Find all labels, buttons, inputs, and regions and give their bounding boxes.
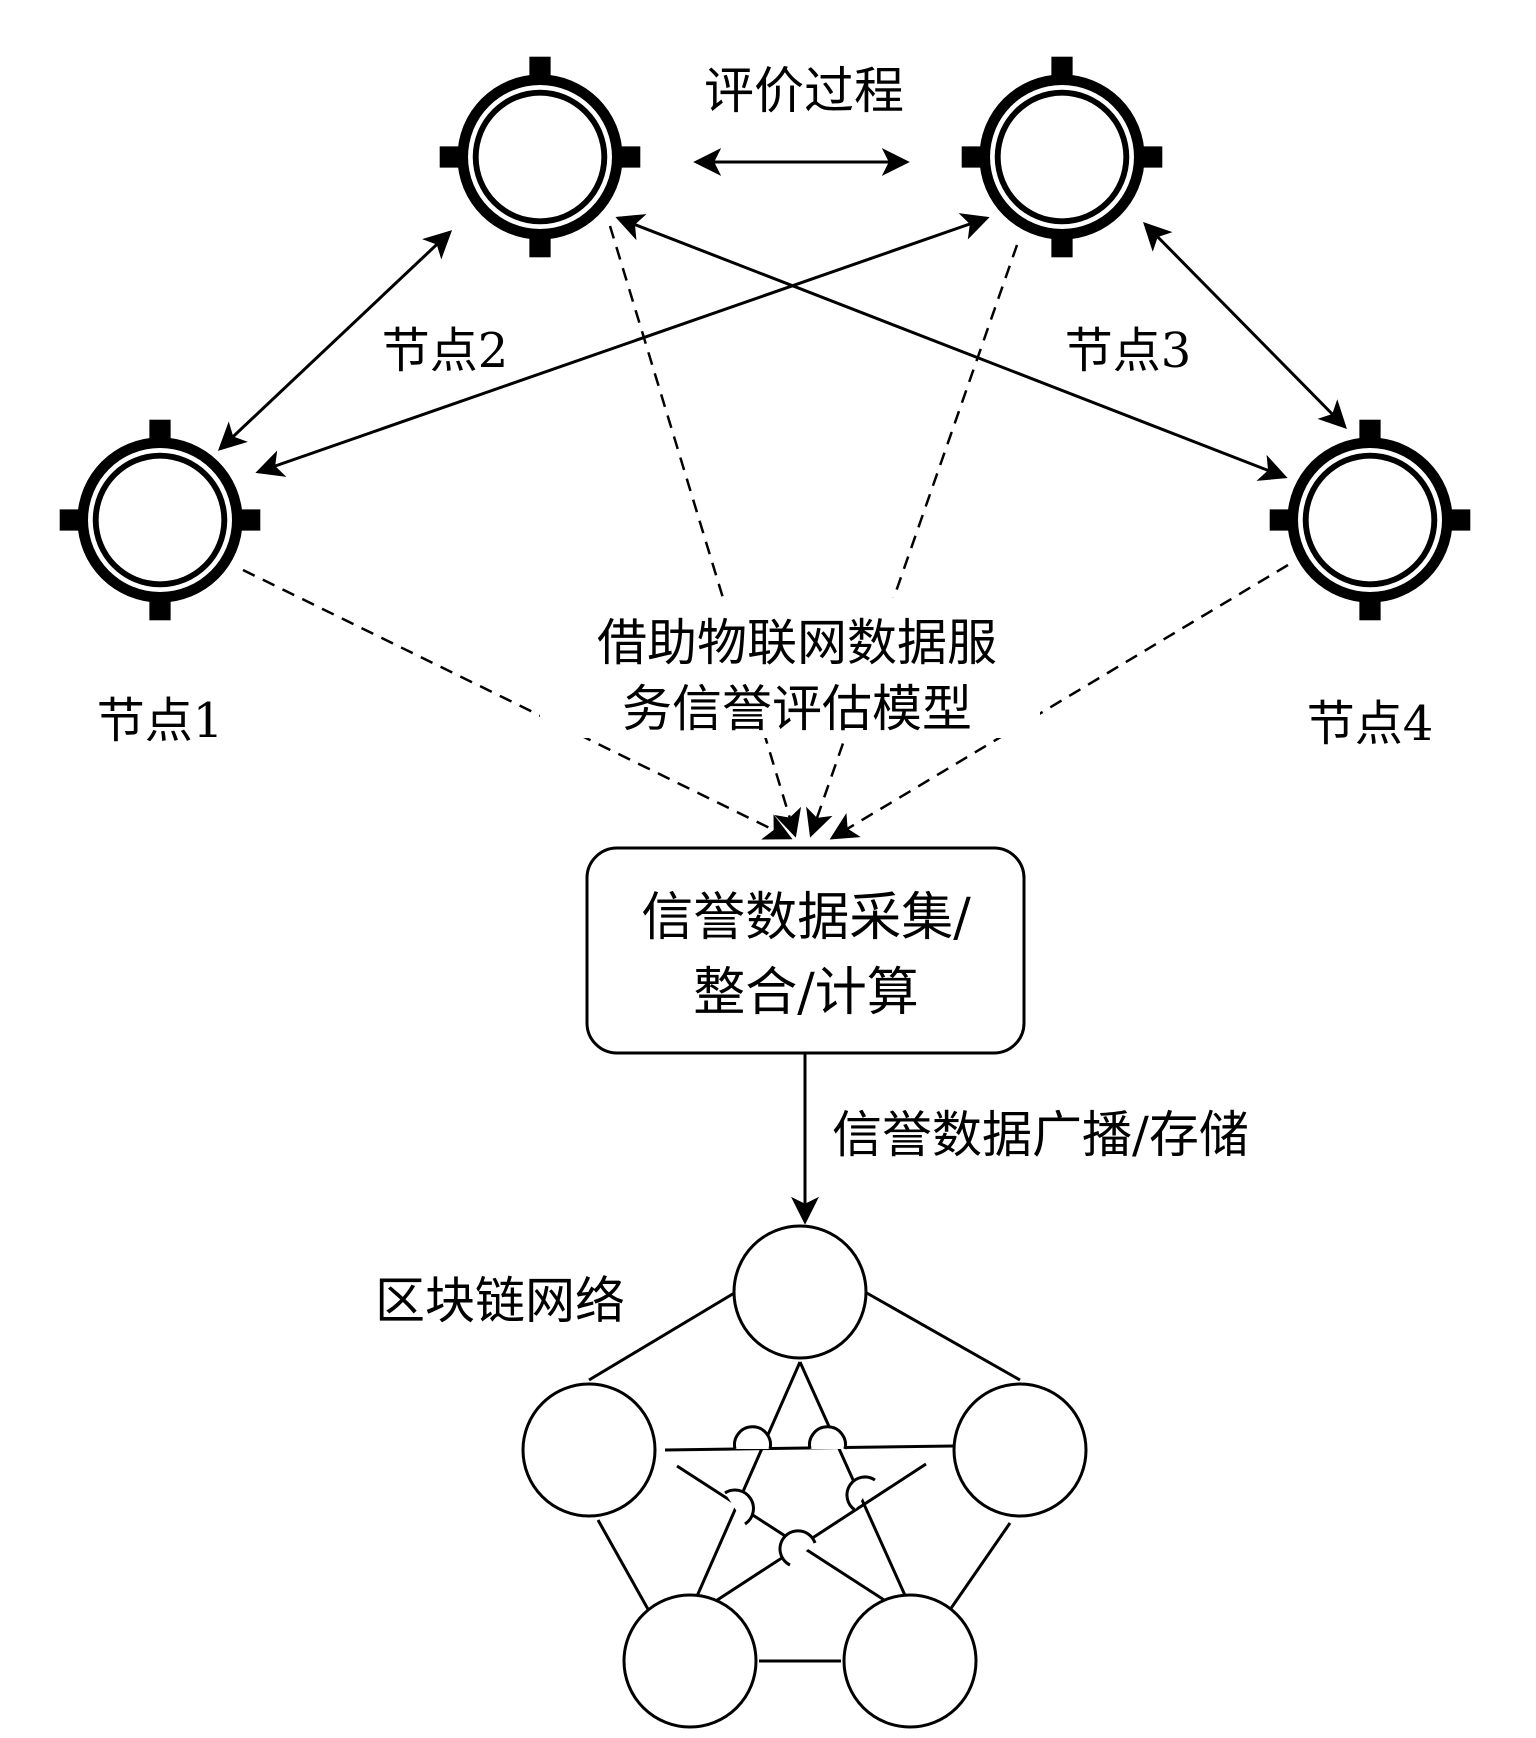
arrow-node3-node4 (1143, 222, 1347, 429)
blockchain-label: 区块链网络 (375, 1272, 625, 1330)
dashed-arrow-node1 (242, 568, 793, 840)
node-1-label: 节点1 (97, 693, 224, 749)
process-box-line-2: 整合/计算 (693, 963, 919, 1023)
node-3-symbol (961, 56, 1163, 258)
model-label-line-1: 借助物联网数据服 (597, 614, 997, 672)
dashed-arrow-node3 (806, 244, 1019, 838)
broadcast-label: 信誉数据广播/存储 (832, 1106, 1249, 1164)
evaluation-label: 评价过程 (704, 62, 904, 120)
blockchain-network (521, 1224, 1088, 1729)
node-4-label: 节点4 (1307, 696, 1434, 752)
dashed-arrow-node4 (829, 563, 1289, 840)
node-4-symbol (1269, 419, 1471, 621)
node-3-label: 节点3 (1065, 323, 1192, 379)
arrow-node3-node1 (255, 213, 990, 477)
model-label-line-2: 务信誉评估模型 (622, 680, 972, 738)
node-1-symbol (59, 419, 261, 621)
arrow-node2-node4 (615, 214, 1288, 481)
node-2-label: 节点2 (382, 323, 509, 379)
process-box-line-1: 信誉数据采集/ (641, 888, 971, 948)
